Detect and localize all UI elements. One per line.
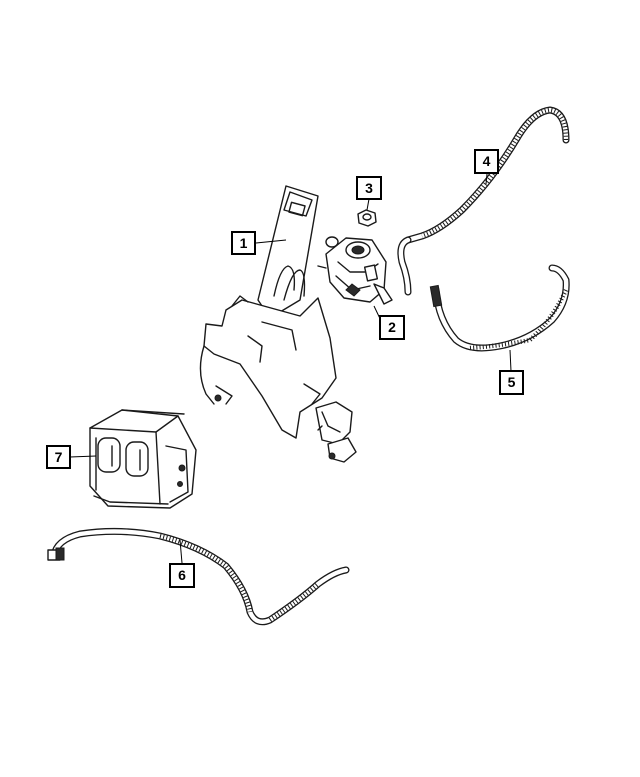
callout-6: 6 — [169, 563, 195, 588]
callout-6-label: 6 — [178, 567, 186, 583]
upper-hose-part — [397, 106, 570, 296]
leader-line-7 — [69, 455, 97, 458]
callout-4: 4 — [474, 149, 499, 174]
leader-line-1 — [255, 239, 287, 244]
canister-part — [89, 409, 197, 509]
lower-hose-part — [429, 264, 570, 352]
nut-part — [357, 209, 377, 227]
leader-line-4 — [485, 173, 488, 185]
callout-3: 3 — [356, 176, 382, 200]
callout-2: 2 — [379, 315, 405, 340]
callout-1: 1 — [231, 231, 256, 255]
leader-line-6 — [179, 539, 183, 564]
callout-3-label: 3 — [365, 180, 373, 196]
long-hose-part — [47, 527, 350, 626]
callout-7-label: 7 — [55, 449, 63, 465]
callout-1-label: 1 — [240, 235, 248, 251]
leader-line-5 — [509, 349, 512, 372]
callout-5: 5 — [499, 370, 524, 395]
bracket-part — [199, 185, 357, 463]
leader-line-3 — [366, 198, 370, 211]
callout-4-label: 4 — [483, 153, 491, 169]
callout-5-label: 5 — [508, 374, 516, 390]
callout-2-label: 2 — [388, 319, 396, 335]
callout-7: 7 — [46, 445, 71, 469]
solenoid-valve-part — [317, 236, 393, 305]
